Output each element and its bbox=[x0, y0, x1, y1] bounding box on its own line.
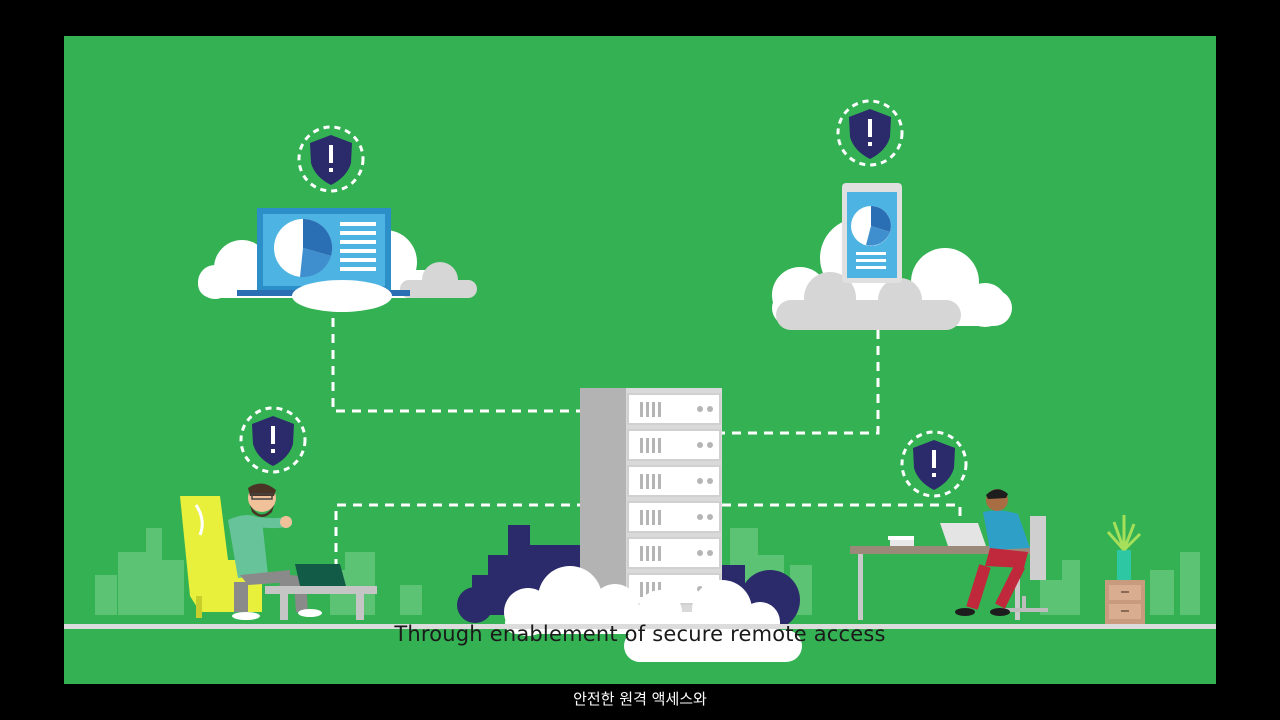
person-armchair bbox=[180, 483, 346, 620]
caption-english: Through enablement of secure remote acce… bbox=[394, 622, 886, 646]
cabinet-plant bbox=[1105, 515, 1145, 624]
phone-icon bbox=[842, 183, 902, 283]
cloud-laptop bbox=[198, 208, 477, 312]
person-desk bbox=[850, 489, 1048, 620]
pie-chart-icon bbox=[274, 218, 333, 278]
network-lines bbox=[331, 318, 962, 568]
pie-chart-icon bbox=[851, 206, 891, 246]
cloud-phone bbox=[772, 183, 1012, 330]
caption-korean: 안전한 원격 액세스와 bbox=[573, 690, 707, 708]
coffee-table bbox=[265, 586, 377, 620]
ground-line bbox=[64, 624, 1216, 629]
server-rack-icon bbox=[580, 388, 722, 613]
